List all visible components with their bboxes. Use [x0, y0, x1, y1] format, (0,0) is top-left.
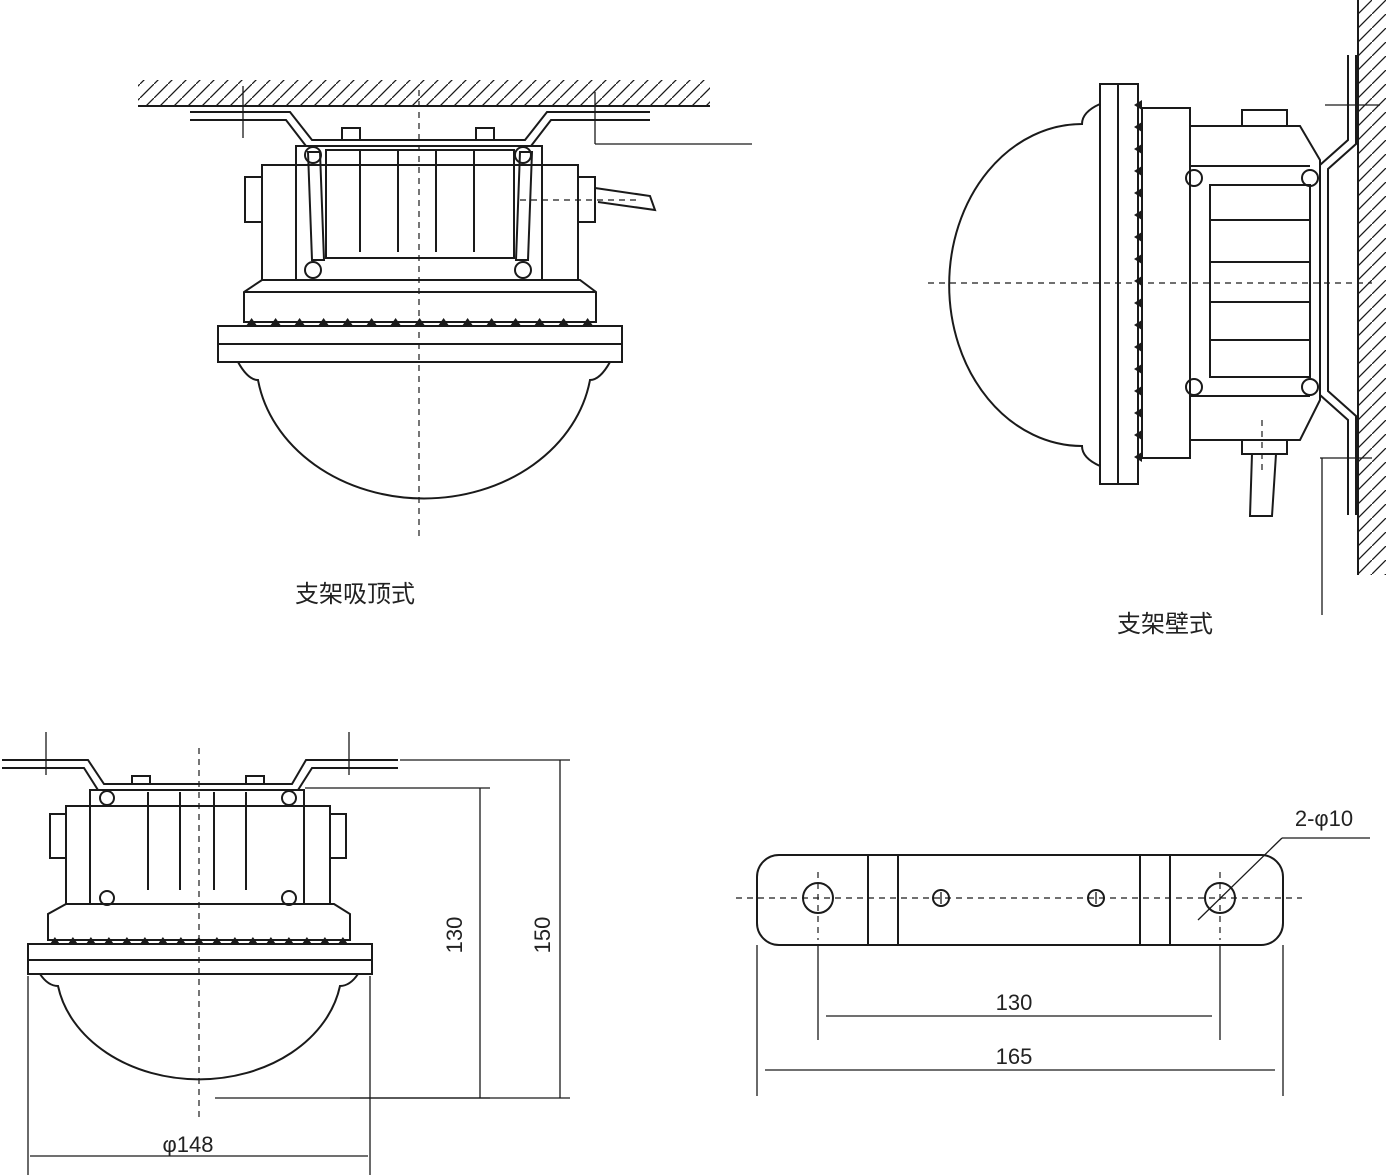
- flange-tooth: [1134, 386, 1142, 396]
- flange-tooth: [104, 937, 114, 944]
- flange-teeth: [50, 100, 1142, 944]
- flange-tooth: [1134, 430, 1142, 440]
- flange-tooth: [176, 937, 186, 944]
- flange-tooth: [1134, 298, 1142, 308]
- flange-tooth: [510, 318, 522, 326]
- flange-tooth: [1134, 210, 1142, 220]
- flange-tooth: [230, 937, 240, 944]
- hole-callout-2-phi10: 2-φ10: [1295, 806, 1353, 831]
- flange-tooth: [366, 318, 378, 326]
- flange-tooth: [248, 937, 258, 944]
- flange-tooth: [140, 937, 150, 944]
- dimension-diameter-148: φ148: [163, 1132, 214, 1157]
- flange-tooth: [194, 937, 204, 944]
- flange-tooth: [158, 937, 168, 944]
- flange-tooth: [342, 318, 354, 326]
- flange-tooth: [122, 937, 132, 944]
- flange-tooth: [390, 318, 402, 326]
- flange-tooth: [270, 318, 282, 326]
- flange-tooth: [212, 937, 222, 944]
- dimension-bracket-length-165: 165: [996, 1044, 1033, 1069]
- flange-tooth: [462, 318, 474, 326]
- flange-tooth: [86, 937, 96, 944]
- flange-tooth: [1134, 408, 1142, 418]
- flange-tooth: [1134, 232, 1142, 242]
- flange-tooth: [1134, 364, 1142, 374]
- flange-tooth: [1134, 188, 1142, 198]
- flange-tooth: [68, 937, 78, 944]
- flange-tooth: [558, 318, 570, 326]
- flange-tooth: [50, 937, 60, 944]
- flange-tooth: [338, 937, 348, 944]
- dimension-height-150: 150: [530, 917, 555, 954]
- flange-tooth: [414, 318, 426, 326]
- flange-tooth: [294, 318, 306, 326]
- flange-tooth: [1134, 320, 1142, 330]
- dimensioned-elevation-view: 130 150 φ148: [2, 732, 570, 1175]
- wall-mount-view: 支架壁式: [928, 0, 1386, 638]
- ceiling-mount-view: 支架吸顶式: [138, 80, 752, 608]
- flange-tooth: [1134, 276, 1142, 286]
- flange-tooth: [1134, 166, 1142, 176]
- dimension-height-130: 130: [442, 917, 467, 954]
- wall-mount-caption: 支架壁式: [1117, 610, 1213, 638]
- flange-tooth: [1134, 100, 1142, 110]
- flange-tooth: [284, 937, 294, 944]
- flange-tooth: [266, 937, 276, 944]
- flange-tooth: [302, 937, 312, 944]
- flange-tooth: [1134, 342, 1142, 352]
- dimension-hole-spacing-130: 130: [996, 990, 1033, 1015]
- flange-tooth: [1134, 254, 1142, 264]
- flange-tooth: [320, 937, 330, 944]
- flange-tooth: [582, 318, 594, 326]
- flange-tooth: [246, 318, 258, 326]
- flange-tooth: [318, 318, 330, 326]
- flange-tooth: [486, 318, 498, 326]
- flange-tooth: [1134, 144, 1142, 154]
- flange-tooth: [534, 318, 546, 326]
- flange-tooth: [1134, 452, 1142, 462]
- ceiling-mount-caption: 支架吸顶式: [295, 580, 415, 608]
- flange-tooth: [1134, 122, 1142, 132]
- bracket-plan-view: 2-φ10 130 165: [736, 806, 1370, 1096]
- flange-tooth: [438, 318, 450, 326]
